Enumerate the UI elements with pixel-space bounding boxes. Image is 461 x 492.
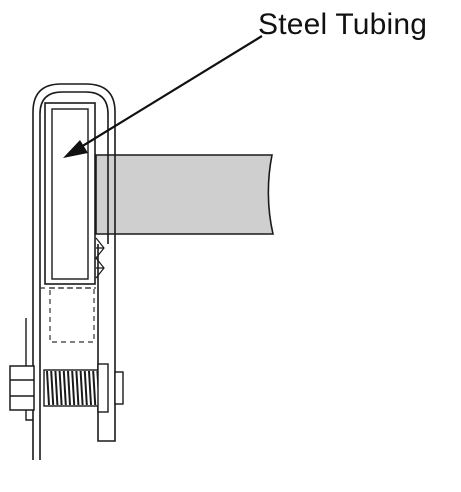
weld-bead: [95, 237, 105, 279]
bolt-thread: [79, 370, 84, 406]
callout-arrowhead: [63, 140, 88, 158]
left-plate-edge: [25, 318, 33, 421]
bolt-thread: [58, 370, 63, 406]
bolt-thread: [83, 370, 88, 406]
bolt-thread: [71, 370, 76, 406]
bolt-thread: [50, 370, 55, 406]
steel-tubing-section-inner: [51, 108, 89, 280]
u-bracket-outer: [32, 83, 116, 460]
bolt-thread: [54, 370, 59, 406]
hex-nut: [9, 365, 35, 411]
bolt-thread: [88, 370, 92, 406]
u-bracket-inner: [39, 91, 109, 460]
steel-tubing-bar: [95, 154, 275, 235]
bolt-thread: [62, 370, 67, 406]
bolt-thread: [46, 370, 50, 406]
callout-leader-line: [75, 35, 263, 151]
hidden-lines: [40, 287, 96, 343]
bolt-thread: [75, 370, 80, 406]
side-plate-lower: [97, 244, 116, 442]
steel-tubing-label: Steel Tubing: [258, 8, 428, 41]
threaded-bolt: [43, 363, 124, 413]
bolt-thread: [92, 370, 97, 406]
bolt-thread: [67, 370, 71, 406]
